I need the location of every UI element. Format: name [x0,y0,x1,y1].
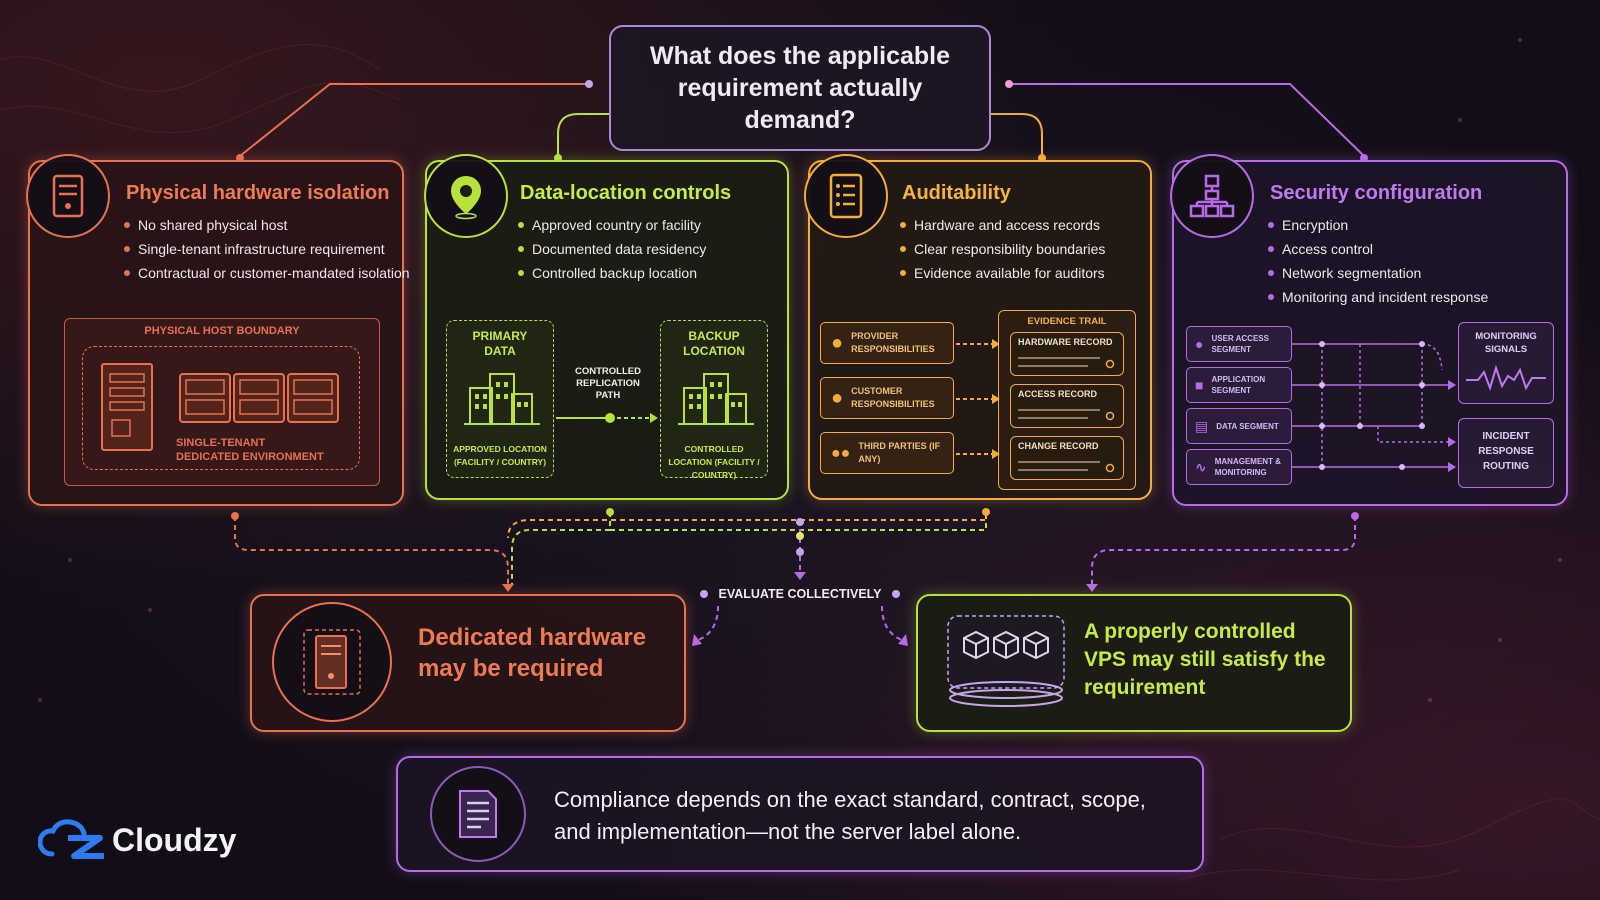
person-icon: ● [831,331,844,354]
bullet: Evidence available for auditors [900,261,1105,285]
compliance-note [396,756,1204,872]
data-location-bullets: Approved country or facility Documented … [518,213,706,285]
brand-name: Cloudzy [112,821,237,858]
segment-data: ▤ Data segment [1186,408,1292,444]
record-lines [1018,357,1115,473]
pulse-icon: ∿ [1195,458,1207,475]
building-icon [678,373,754,425]
central-question: What does the applicable requirement act… [609,25,991,151]
server-icon [272,602,392,722]
bullet: Approved country or facility [518,213,706,237]
replication-path-label: Controlled replication path [575,366,641,401]
backup-location-label: Backup location [683,329,745,358]
backup-location-sublabel: Controlled location (facility / country) [668,444,760,480]
hardware-isolation-title: Physical hardware isolation [126,182,390,204]
party-arrows [956,339,1000,459]
bullet: Access control [1268,237,1488,261]
auditability-title: Auditability [902,182,1011,204]
users-icon: ● [1195,335,1204,352]
bullet: No shared physical host [124,213,410,237]
segment-application: ■ Application segment [1186,367,1292,403]
auditability-bullets: Hardware and access records Clear respon… [900,213,1105,285]
monitoring-signals-box [1458,322,1554,404]
compliance-note-text: Compliance depends on the exact standard… [554,787,1146,844]
bullet: Single-tenant infrastructure requirement [124,237,410,261]
bullet: Contractual or customer-mandated isolati… [124,261,410,285]
bullet: Monitoring and incident response [1268,285,1488,309]
bullet: Controlled backup location [518,261,706,285]
segment-label: Data segment [1216,421,1279,431]
party-label: Third parties (if any) [858,441,941,464]
bullet: Hardware and access records [900,213,1105,237]
vps-cubes-icon [947,615,1065,707]
data-location-title: Data-location controls [520,182,732,204]
segment-label: Application segment [1211,375,1266,395]
database-icon: ▤ [1195,417,1209,434]
monitoring-signals-label: Monitoring signals [1475,331,1537,355]
evidence-trail-title: Evidence trail [1027,316,1107,327]
party-customer: ● Customer responsibilities [820,377,954,419]
bullet: Encryption [1268,213,1488,237]
primary-data-sublabel: Approved location (facility / country) [453,444,547,467]
party-provider: ● Provider responsibilities [820,322,954,364]
server-rack-icon [101,363,339,451]
security-config-bullets: Encryption Access control Network segmen… [1268,213,1488,309]
record-label: Hardware record [1018,337,1113,347]
incident-routing-label: Incident response routing [1478,431,1534,472]
physical-host-boundary-label: Physical host boundary [144,325,300,337]
cloud-z-logo-icon [38,819,104,859]
cloudzy-logo: Cloudzy [38,818,236,862]
vps-text: A properly controlled VPS may still sati… [1084,620,1326,699]
evaluate-collectively-label: Evaluate collectively [718,587,882,601]
person-icon: ● [831,386,844,409]
hardware-isolation-bullets: No shared physical host Single-tenant in… [124,213,410,285]
evidence-record [1010,384,1124,428]
server-icon [26,154,110,238]
record-label: Change record [1018,441,1099,451]
waveform-icon [1466,364,1546,392]
location-pin-icon [424,154,508,238]
people-icon: ●● [831,444,851,462]
replication-arrow [556,413,658,423]
document-icon [430,766,526,862]
bullet: Clear responsibility boundaries [900,237,1105,261]
evidence-record [1010,436,1124,480]
incident-routing-box [1458,418,1554,488]
network-flow-lines [1292,341,1456,472]
party-third: ●● Third parties (if any) [820,432,954,474]
segment-management: ∿ Management & monitoring [1186,449,1292,485]
cube-icon: ■ [1195,376,1204,393]
security-config-title: Security configuration [1270,182,1483,204]
party-label: Customer responsibilities [851,386,935,409]
dedicated-environment-label: Single-tenant dedicated environment [176,437,324,463]
record-label: Access record [1018,389,1098,399]
building-icon [464,373,540,425]
bullet: Network segmentation [1268,261,1488,285]
primary-data-label: Primary data [472,329,528,358]
party-label: Provider responsibilities [851,331,935,354]
dedicated-environment-box [82,346,360,470]
document-list-icon [804,154,888,238]
segment-label: Management & monitoring [1214,457,1281,477]
segment-user-access: ● User access segment [1186,326,1292,362]
evidence-record [1010,332,1124,376]
hierarchy-icon [1170,154,1254,238]
segment-label: User access segment [1211,334,1269,354]
bullet: Documented data residency [518,237,706,261]
dedicated-hardware-text: Dedicated hardware may be required [418,624,647,682]
